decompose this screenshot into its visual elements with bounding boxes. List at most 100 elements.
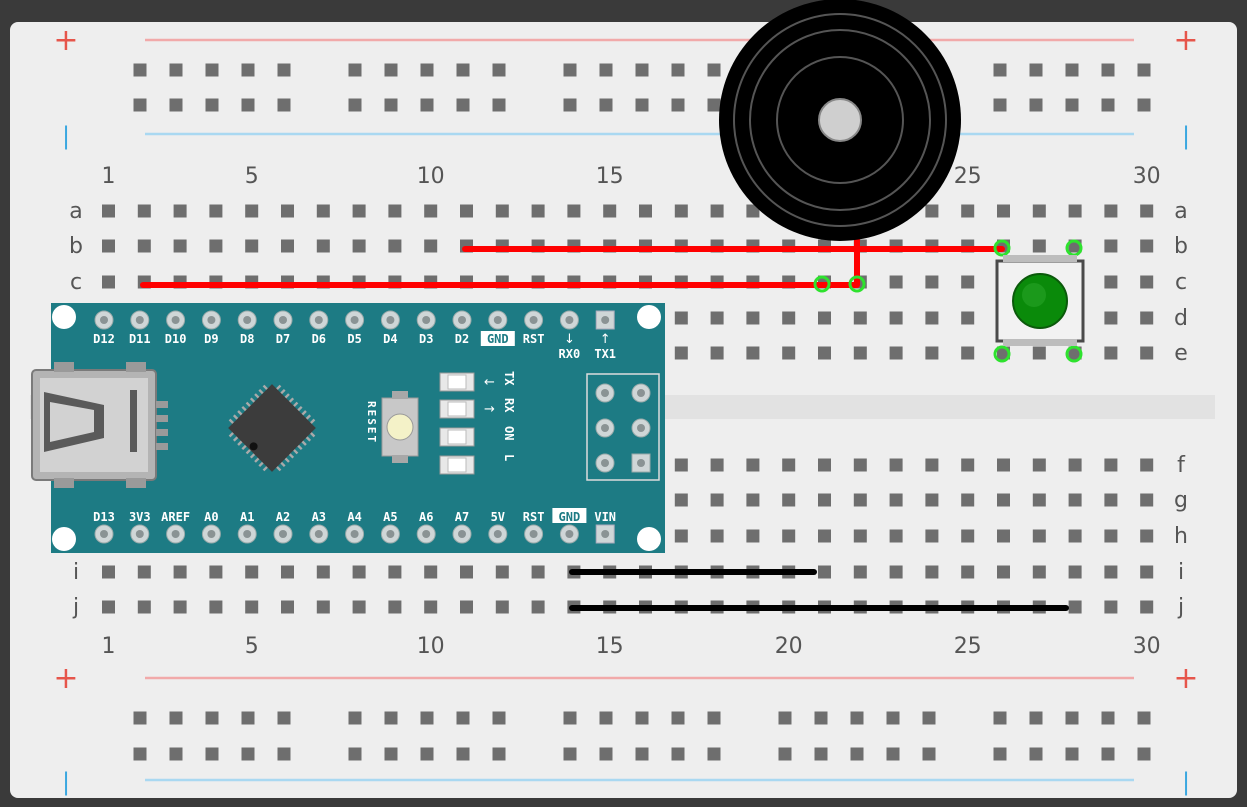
reset-tab <box>392 391 408 399</box>
terminal-hole <box>782 493 796 507</box>
terminal-hole <box>245 565 259 579</box>
rail-hole <box>420 711 434 725</box>
terminal-hole <box>997 493 1010 507</box>
terminal-hole <box>567 204 581 218</box>
pin-label: 3V3 <box>129 510 151 524</box>
pin-hole <box>207 530 216 538</box>
terminal-hole <box>173 204 187 218</box>
row-label: a <box>69 199 82 224</box>
terminal-hole <box>961 204 975 218</box>
terminal-hole <box>925 275 939 289</box>
pin-label: GND <box>559 510 581 524</box>
row-label: b <box>69 234 83 259</box>
pin-hole <box>207 316 216 324</box>
terminal-hole <box>710 458 724 472</box>
rail-minus-symbol: | <box>1182 122 1190 150</box>
terminal-hole <box>710 493 724 507</box>
rx-arrow: ↓ <box>564 332 575 347</box>
rail-hole <box>1029 63 1043 77</box>
pin-label: D12 <box>93 332 115 346</box>
terminal-hole <box>818 346 831 360</box>
row-label: c <box>1175 270 1187 295</box>
pin-hole <box>422 316 431 324</box>
pin-hole <box>458 316 466 324</box>
terminal-hole <box>710 204 724 218</box>
pushbutton-icon[interactable] <box>995 255 1085 346</box>
pin-hole <box>243 316 252 324</box>
pin-highlight <box>1065 345 1083 363</box>
rail-hole <box>456 63 470 77</box>
rail-hole <box>133 98 147 112</box>
led-label: RX <box>502 398 516 413</box>
column-label: 1 <box>102 634 116 659</box>
row-label: i <box>1178 560 1184 585</box>
rail-plus-symbol: + <box>53 661 78 696</box>
usb-cavity <box>50 402 94 442</box>
pin-hole <box>386 530 395 538</box>
rail-hole <box>635 63 649 77</box>
led-label: TX <box>502 371 516 386</box>
pin-label: D8 <box>240 332 254 346</box>
piezo-buzzer-icon[interactable] <box>719 0 961 241</box>
rail-hole <box>563 711 577 725</box>
piezo-ring <box>733 13 947 227</box>
pin-hole <box>458 530 466 538</box>
reset-button[interactable] <box>381 391 419 463</box>
pin-hole <box>314 530 323 538</box>
piezo-ring <box>776 56 904 184</box>
rail-hole <box>420 63 434 77</box>
pin-hole <box>171 316 180 324</box>
pin-label: TX1 <box>594 347 616 361</box>
terminal-hole <box>245 600 259 614</box>
reset-tab <box>392 455 408 463</box>
red-wire[interactable] <box>140 237 860 288</box>
rail-hole <box>922 711 936 725</box>
icsp-hole <box>637 389 645 397</box>
rail-hole <box>456 711 470 725</box>
usb-pin <box>156 429 168 436</box>
terminal-hole <box>925 204 939 218</box>
terminal-hole <box>173 565 187 579</box>
pin-hole <box>314 316 323 324</box>
terminal-hole <box>102 239 115 253</box>
pin-label: A6 <box>419 510 433 524</box>
terminal-hole <box>782 311 796 325</box>
terminal-hole <box>316 204 330 218</box>
terminal-hole <box>961 275 975 289</box>
terminal-hole <box>818 529 831 543</box>
terminal-hole <box>961 346 975 360</box>
terminal-hole <box>997 204 1010 218</box>
rail-hole <box>671 747 685 761</box>
rail-hole <box>241 63 255 77</box>
terminal-hole <box>925 529 939 543</box>
pin-hole <box>529 316 538 324</box>
led-label: L <box>502 454 516 461</box>
terminal-hole <box>424 600 438 614</box>
terminal-hole <box>352 565 366 579</box>
rail-hole <box>456 98 470 112</box>
usb-bar <box>130 390 137 452</box>
pin-label: A0 <box>204 510 218 524</box>
terminal-hole <box>925 458 939 472</box>
rail-hole <box>886 747 900 761</box>
pin-label: A7 <box>455 510 469 524</box>
pin-highlight <box>993 345 1011 363</box>
terminal-hole <box>137 204 151 218</box>
terminal-hole <box>102 204 115 218</box>
terminal-hole <box>1140 458 1154 472</box>
rail-minus-symbol: | <box>62 768 70 796</box>
terminal-hole <box>1140 204 1154 218</box>
pin-highlight <box>993 239 1011 257</box>
pin-hole <box>601 316 610 324</box>
rail-hole <box>778 711 792 725</box>
rail-hole <box>205 747 219 761</box>
terminal-hole <box>1032 529 1046 543</box>
pin-label: RX0 <box>559 347 581 361</box>
terminal-hole <box>495 565 509 579</box>
wires <box>140 237 1069 611</box>
terminal-hole <box>102 600 115 614</box>
icsp-hole <box>601 459 609 467</box>
terminal-hole <box>316 239 330 253</box>
rail-hole <box>993 63 1007 77</box>
